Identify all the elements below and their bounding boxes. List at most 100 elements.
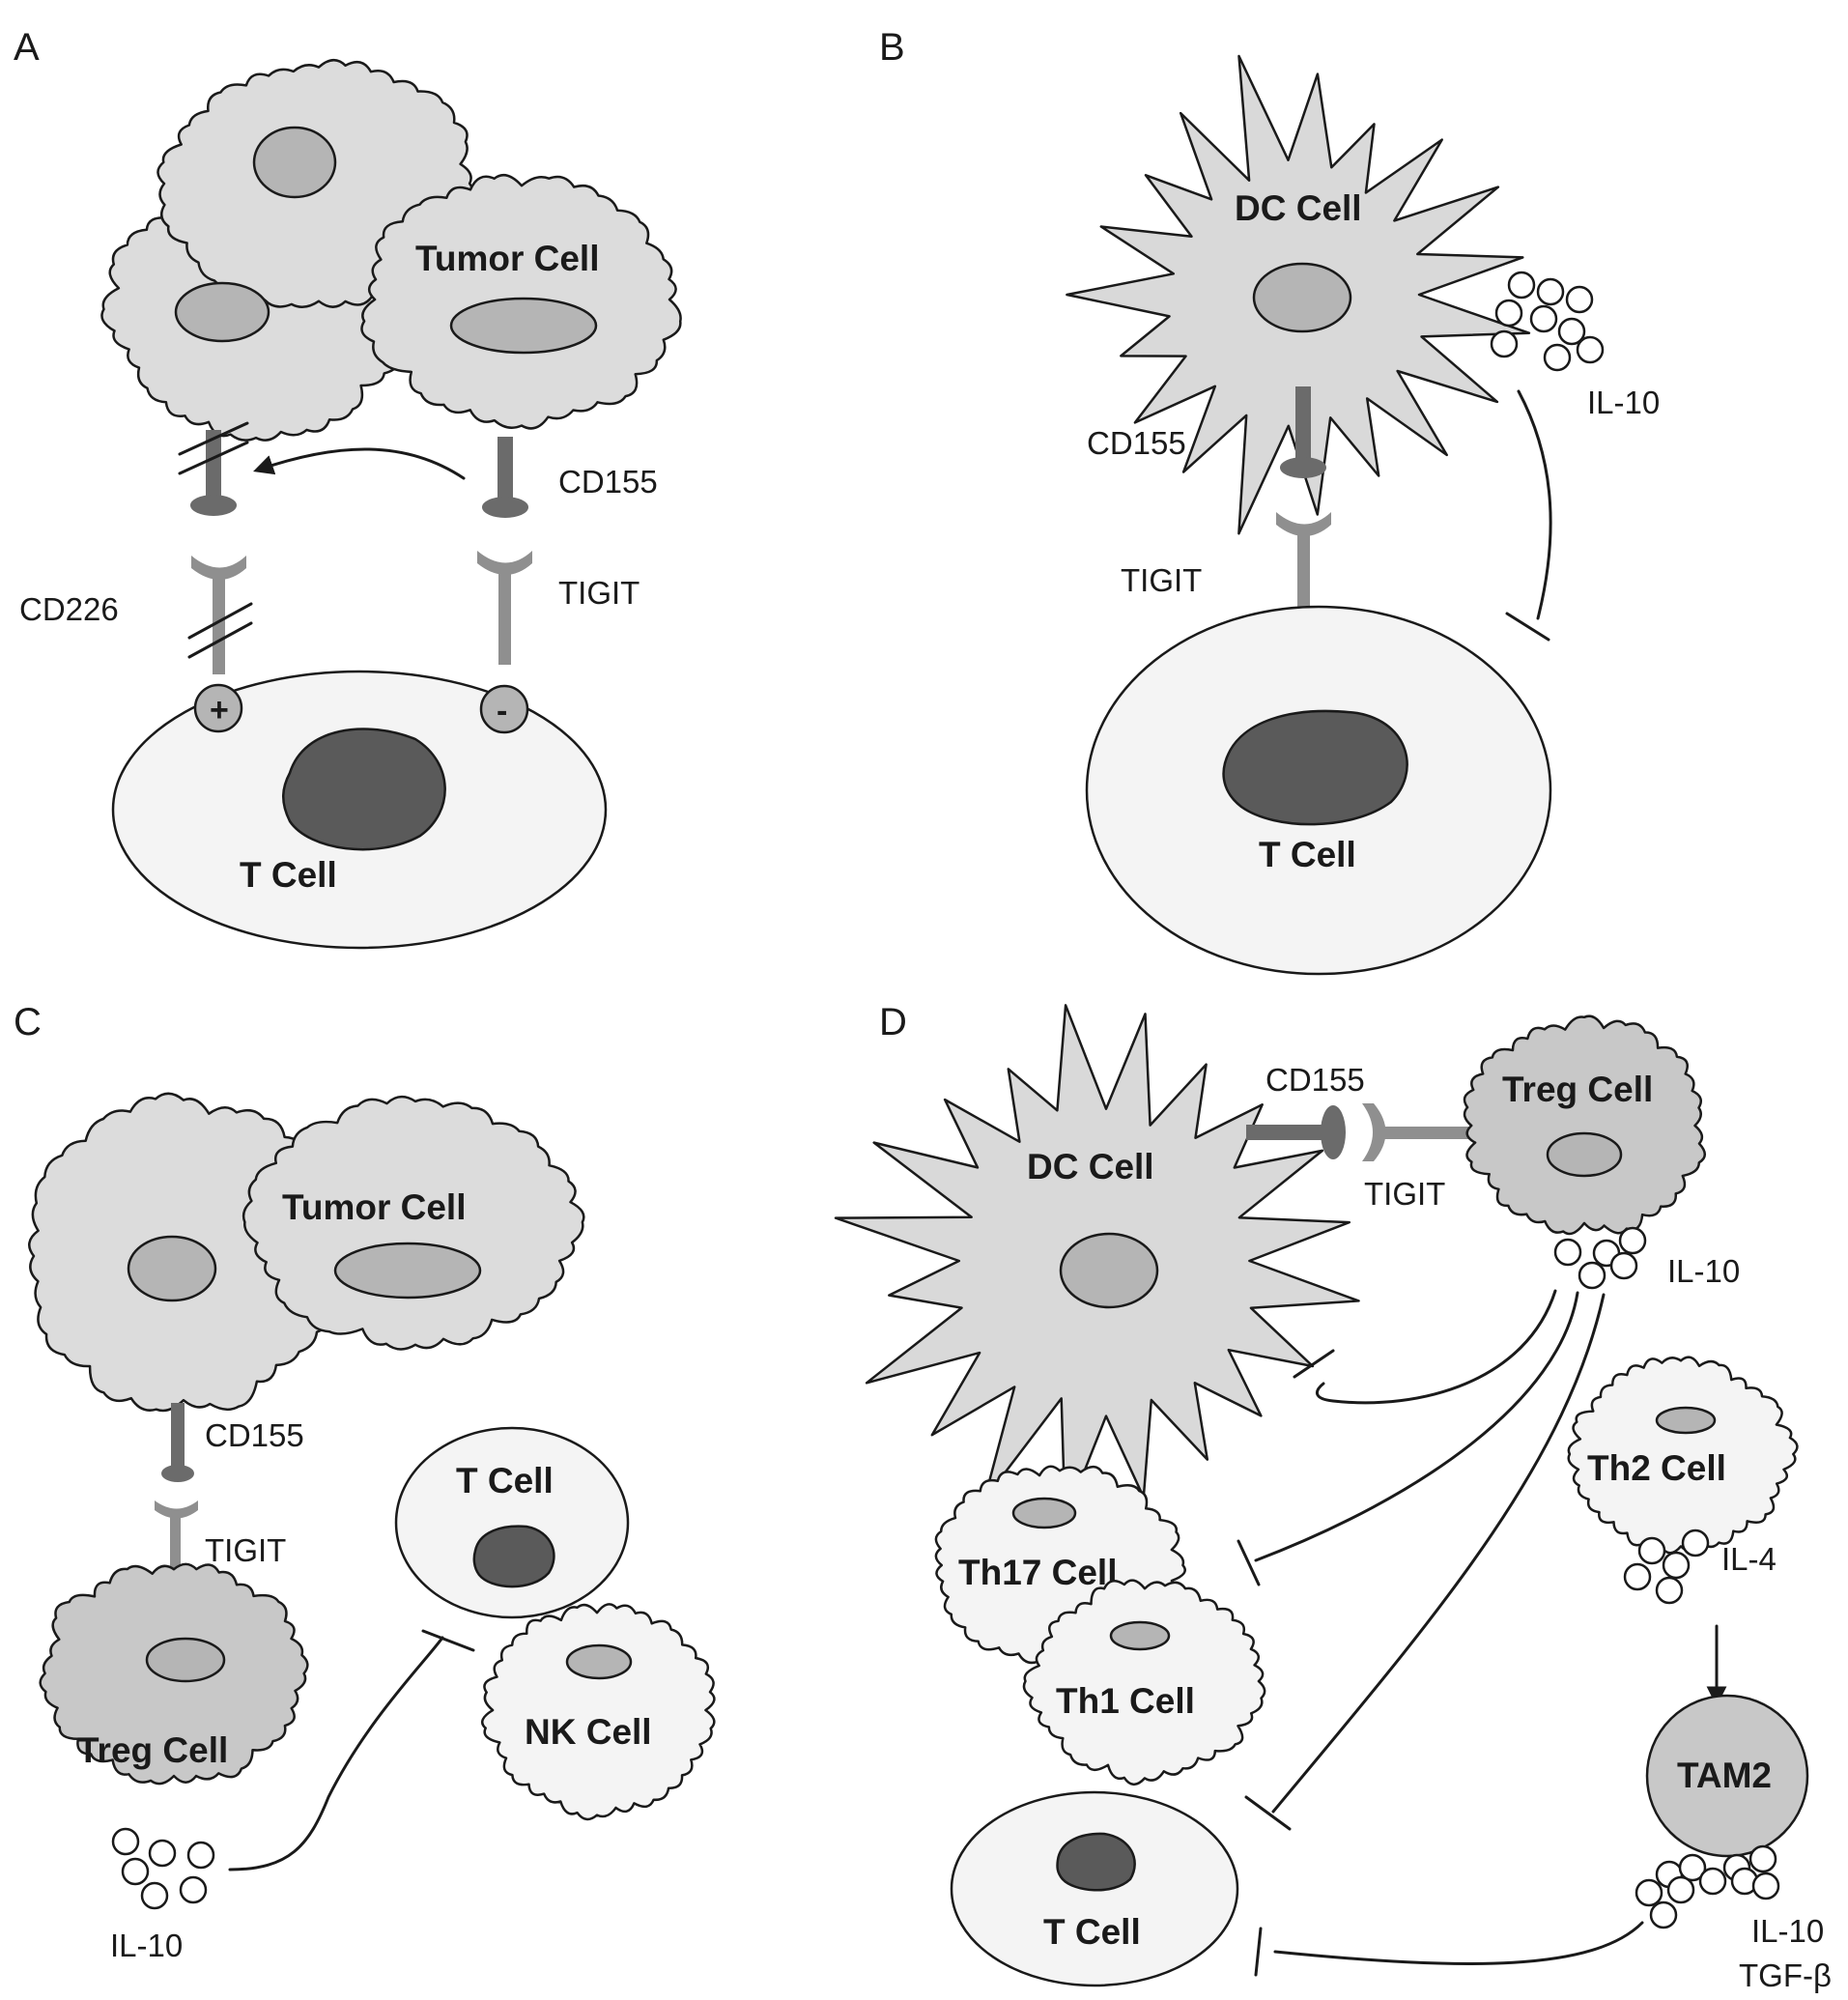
th1-cell xyxy=(1022,1579,1266,1786)
inhibit-line-b xyxy=(1517,389,1552,620)
cd155-stalk-d xyxy=(1246,1125,1323,1140)
t-cell-b-label: T Cell xyxy=(1259,835,1356,874)
minus-signal-circle xyxy=(479,684,529,734)
tumor-cell-c-label: Tumor Cell xyxy=(282,1187,467,1227)
cd226-receptor-stalk xyxy=(213,578,225,674)
th1-cell-nucleus xyxy=(1109,1620,1171,1651)
cd226-receptor-cup xyxy=(191,556,246,580)
block-hatch-cd226 xyxy=(187,602,253,659)
t-cell-c xyxy=(394,1426,630,1619)
th2-cell-nucleus xyxy=(1655,1406,1717,1435)
nk-cell-nucleus xyxy=(565,1643,633,1680)
t-cell-d-label: T Cell xyxy=(1043,1912,1141,1952)
il10-vesicles-b xyxy=(1490,271,1605,372)
il10-label-d-treg: IL-10 xyxy=(1667,1253,1740,1289)
tigit-receptor-cup-a xyxy=(477,551,532,575)
tumor-cell-c-right xyxy=(242,1095,585,1351)
il10-vesicles-d-treg xyxy=(1553,1226,1647,1290)
tumor-cell-label: Tumor Cell xyxy=(415,239,600,278)
inhibit-line-c xyxy=(228,1636,444,1871)
dc-cell-d-label: DC Cell xyxy=(1027,1147,1154,1186)
il4-label: IL-4 xyxy=(1721,1541,1777,1577)
il10-label-d-tam2: IL-10 xyxy=(1751,1913,1824,1949)
th17-cell-nucleus xyxy=(1011,1497,1077,1529)
minus-sign: - xyxy=(497,693,507,729)
tumor-nucleus-left xyxy=(174,281,270,343)
inhibit-bar-c xyxy=(421,1629,475,1652)
t-cell-c-label: T Cell xyxy=(456,1461,554,1500)
tgfb-label: TGF-β xyxy=(1739,1957,1832,1993)
panel-c: C Tumor Cell CD155 TIGIT Treg Cell IL-10… xyxy=(14,1001,716,1963)
inhibit-bar-d-tcell xyxy=(1244,1795,1292,1831)
t-cell-c-nucleus xyxy=(472,1525,555,1588)
treg-cell-d xyxy=(1463,1014,1707,1236)
th1-cell-label: Th1 Cell xyxy=(1056,1681,1195,1721)
treg-cell-d-nucleus xyxy=(1546,1131,1623,1178)
cd155-head-d xyxy=(1321,1105,1346,1159)
panel-c-letter: C xyxy=(14,1001,42,1043)
th2-cell-label: Th2 Cell xyxy=(1587,1448,1726,1488)
tam2-label: TAM2 xyxy=(1677,1756,1772,1795)
plus-sign: + xyxy=(210,692,229,729)
th2-cell xyxy=(1567,1356,1799,1555)
cd155-head-b xyxy=(1280,457,1326,478)
tam2-cell xyxy=(1645,1694,1809,1858)
inhibit-bar-b xyxy=(1505,612,1550,642)
panel-d: D DC Cell CD155 TIGIT Treg Cell IL-10 T xyxy=(834,1001,1832,1993)
tumor-nucleus-top xyxy=(252,126,337,199)
panel-d-letter: D xyxy=(879,1001,907,1043)
cd155-right-stalk xyxy=(498,437,513,504)
il10-vesicles-c xyxy=(111,1827,215,1910)
cd155-label-d: CD155 xyxy=(1265,1062,1365,1098)
tumor-c-nucleus-left xyxy=(127,1235,217,1302)
tumor-c-nucleus-right xyxy=(333,1242,482,1300)
inhibit-line-d-tam2-tcell xyxy=(1273,1921,1644,1965)
inhibit-bar-d-dc xyxy=(1293,1349,1335,1379)
t-cell-b-nucleus xyxy=(1222,709,1408,826)
inhibit-bar-d-tam2-tcell xyxy=(1254,1927,1263,1977)
dc-cell-d-nucleus xyxy=(1059,1232,1159,1309)
treg-cell-c-label: Treg Cell xyxy=(77,1730,228,1770)
panel-b: B DC Cell CD155 TIGIT T Cell IL-10 xyxy=(879,26,1660,976)
nk-cell xyxy=(481,1603,716,1821)
treg-cell-d-label: Treg Cell xyxy=(1502,1070,1653,1109)
dc-cell-b-label: DC Cell xyxy=(1235,188,1362,228)
il10-label-c: IL-10 xyxy=(110,1928,183,1963)
tigit-receptor-cup-c xyxy=(155,1500,198,1519)
panel-a-letter: A xyxy=(14,26,40,69)
plus-signal-circle xyxy=(193,683,243,733)
cd155-label-b: CD155 xyxy=(1087,425,1186,461)
tigit-label-a: TIGIT xyxy=(558,575,640,611)
inhibit-line-d-dc xyxy=(1316,1289,1557,1405)
tigit-label-b: TIGIT xyxy=(1121,562,1202,598)
t-cell-a-nucleus xyxy=(282,728,446,851)
inhibit-line-d-tcell xyxy=(1271,1293,1606,1814)
tigit-receptor-cup-b xyxy=(1276,512,1331,536)
nk-cell-label: NK Cell xyxy=(525,1712,652,1752)
tigit-receptor-cup-d xyxy=(1362,1103,1386,1161)
il10-vesicles-d-tam2 xyxy=(1635,1844,1780,1929)
dc-cell-b-nucleus xyxy=(1252,262,1352,333)
tigit-receptor-stalk-a xyxy=(498,573,511,665)
th17-cell-label: Th17 Cell xyxy=(958,1553,1118,1592)
panel-b-letter: B xyxy=(879,26,905,69)
block-hatch-cd155 xyxy=(178,421,249,475)
inhibit-arrow-a xyxy=(253,447,466,480)
cd155-left-head xyxy=(190,495,237,516)
il4-vesicles xyxy=(1623,1529,1710,1605)
cd155-stalk-c xyxy=(171,1403,185,1471)
cd155-label-c: CD155 xyxy=(205,1417,304,1453)
inhibit-bar-d-th17 xyxy=(1237,1539,1261,1586)
il10-label-b: IL-10 xyxy=(1587,385,1660,420)
t-cell-d-nucleus xyxy=(1056,1832,1136,1892)
treg-cell-c-nucleus xyxy=(145,1637,226,1683)
inhibit-line-d-th17 xyxy=(1254,1291,1579,1562)
cd226-label: CD226 xyxy=(19,591,119,627)
tigit-label-d: TIGIT xyxy=(1364,1176,1445,1212)
tigit-receptor-stalk-b xyxy=(1297,534,1310,612)
cd155-head-c xyxy=(161,1465,194,1482)
tigit-label-c: TIGIT xyxy=(205,1532,286,1568)
panel-a: A Tumor Cell CD155 T Cell CD226 + TI xyxy=(14,26,682,950)
